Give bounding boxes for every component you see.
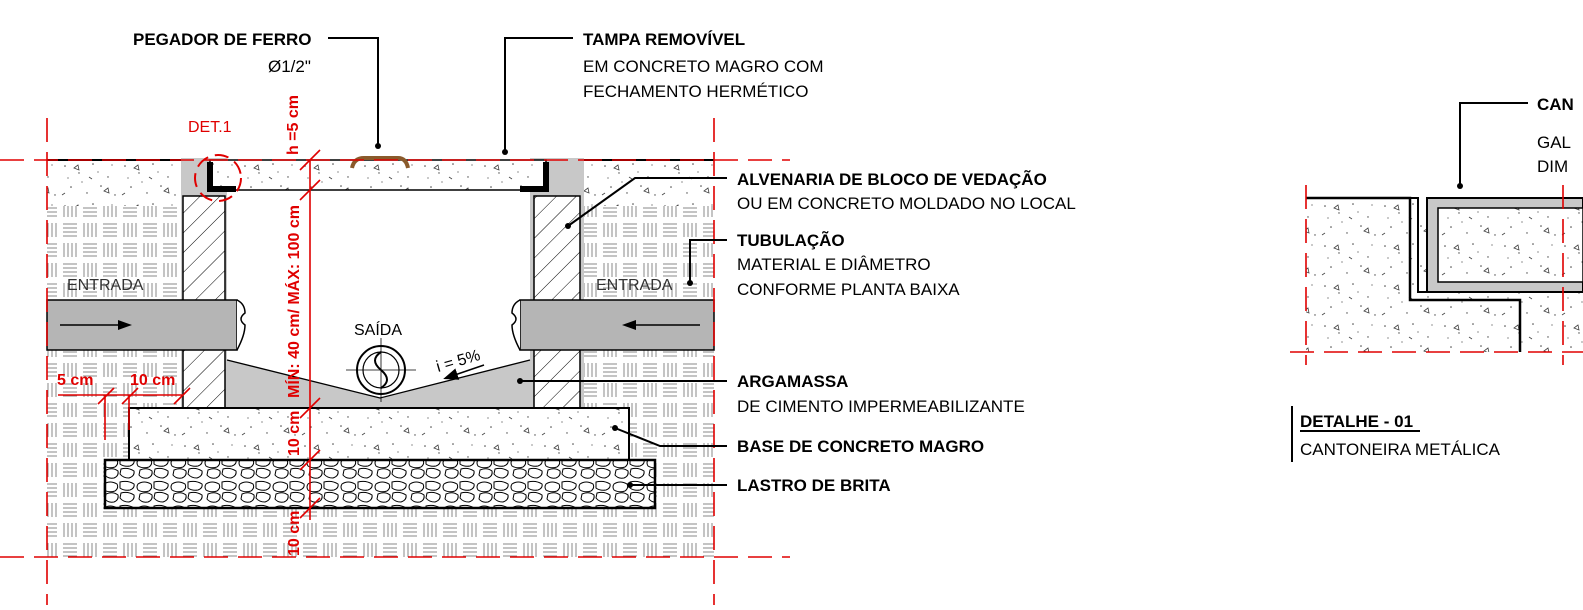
label-dim-depth: MÍN: 40 cm/ MÁX: 100 cm [284, 205, 303, 398]
label-tubulacao-sub2: CONFORME PLANTA BAIXA [737, 280, 960, 299]
label-dim-10cm: 10 cm [130, 372, 175, 389]
label-dim-h: h =5 cm [285, 95, 302, 155]
label-detail-title: DETALHE - 01 [1300, 412, 1413, 431]
base-concrete [128, 407, 630, 461]
label-dim-5cm: 5 cm [57, 372, 93, 389]
mortar-fill [227, 360, 530, 408]
label-argamassa-title: ARGAMASSA [737, 372, 848, 391]
label-argamassa-sub: DE CIMENTO IMPERMEABILIZANTE [737, 397, 1025, 416]
label-entrada-right: ENTRADA [596, 277, 673, 294]
label-entrada-left: ENTRADA [67, 277, 144, 294]
removable-lid [209, 159, 547, 191]
main-section [0, 118, 790, 605]
detail-01 [1290, 102, 1583, 365]
slope-arrow [443, 364, 485, 380]
label-lastro-title: LASTRO DE BRITA [737, 476, 891, 495]
top-concrete-right [584, 160, 714, 206]
top-concrete-left [47, 160, 181, 206]
label-detail-sub: CANTONEIRA METÁLICA [1300, 440, 1501, 459]
label-tampa-sub2: FECHAMENTO HERMÉTICO [583, 82, 808, 101]
label-pegador-title: PEGADOR DE FERRO [133, 30, 312, 49]
label-right-sub2: DIM [1537, 157, 1568, 176]
label-tubulacao-title: TUBULAÇÃO [737, 230, 845, 250]
label-alvenaria-title: ALVENARIA DE BLOCO DE VEDAÇÃO [737, 169, 1047, 189]
iron-handle [350, 156, 410, 169]
label-dim-base: 10 cm [286, 411, 303, 456]
angle-right [520, 162, 549, 192]
label-right-title: CAN [1537, 95, 1574, 114]
leader-lines [328, 37, 727, 488]
label-right-sub1: GAL [1537, 133, 1571, 152]
label-pegador-sub: Ø1/2" [268, 57, 311, 76]
label-dim-lastro: 10 cm [286, 511, 303, 556]
label-tampa-sub1: EM CONCRETO MAGRO COM [583, 57, 824, 76]
label-tampa-title: TAMPA REMOVÍVEL [583, 30, 745, 49]
label-alvenaria-sub: OU EM CONCRETO MOLDADO NO LOCAL [737, 194, 1076, 213]
gravel-layer [103, 458, 657, 510]
detail-callout-circle [194, 154, 242, 202]
angle-left [207, 162, 236, 192]
label-det1: DET.1 [188, 119, 232, 136]
label-saida: SAÍDA [354, 320, 402, 339]
label-base-title: BASE DE CONCRETO MAGRO [737, 437, 984, 456]
label-tubulacao-sub1: MATERIAL E DIÂMETRO [737, 255, 931, 274]
